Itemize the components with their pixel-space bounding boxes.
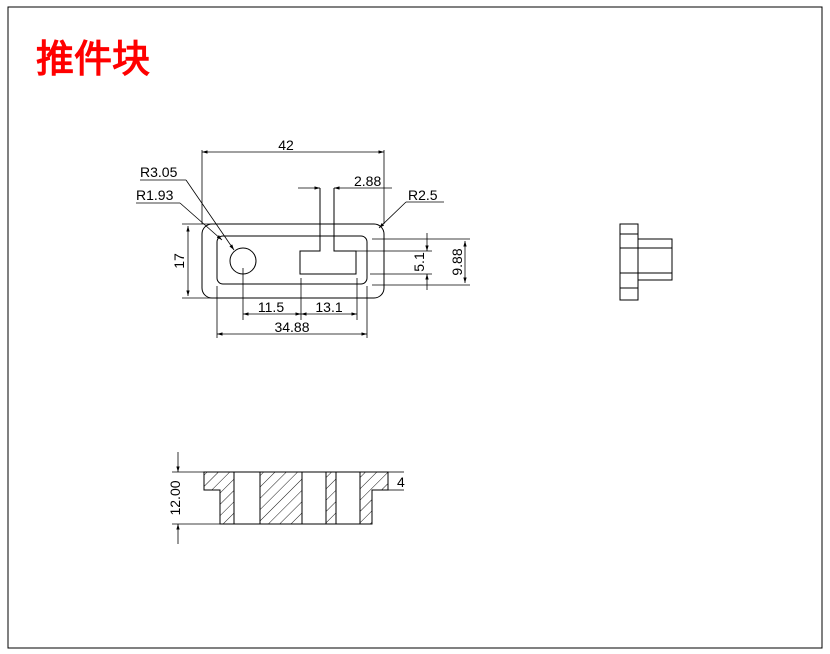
outer-contour [201, 223, 385, 299]
inner-contour [216, 235, 368, 285]
top-view: 42 2.88 R3.05 R1.93 R2.5 17 5.1 9.88 [136, 137, 470, 338]
dim-r193: R1.93 [136, 187, 174, 203]
section-view: 12.00 4 [167, 452, 405, 544]
dim-3488: 34.88 [274, 319, 309, 335]
t-slot [299, 188, 357, 275]
dim-115: 11.5 [258, 299, 284, 315]
side-view [619, 223, 673, 301]
dim-r25: R2.5 [408, 187, 438, 203]
dim-1200: 12.00 [167, 480, 183, 515]
dim-slot-width: 2.88 [354, 173, 381, 189]
drawing-border [7, 6, 823, 649]
dim-17: 17 [171, 253, 187, 269]
dim-51: 5.1 [411, 252, 427, 272]
dim-131: 13.1 [315, 299, 342, 315]
dim-r305: R3.05 [140, 164, 178, 180]
dim-42: 42 [278, 137, 294, 153]
drawing-title: 推件块 [36, 36, 150, 81]
dim-4: 4 [397, 474, 405, 490]
dim-988: 9.88 [449, 248, 465, 275]
